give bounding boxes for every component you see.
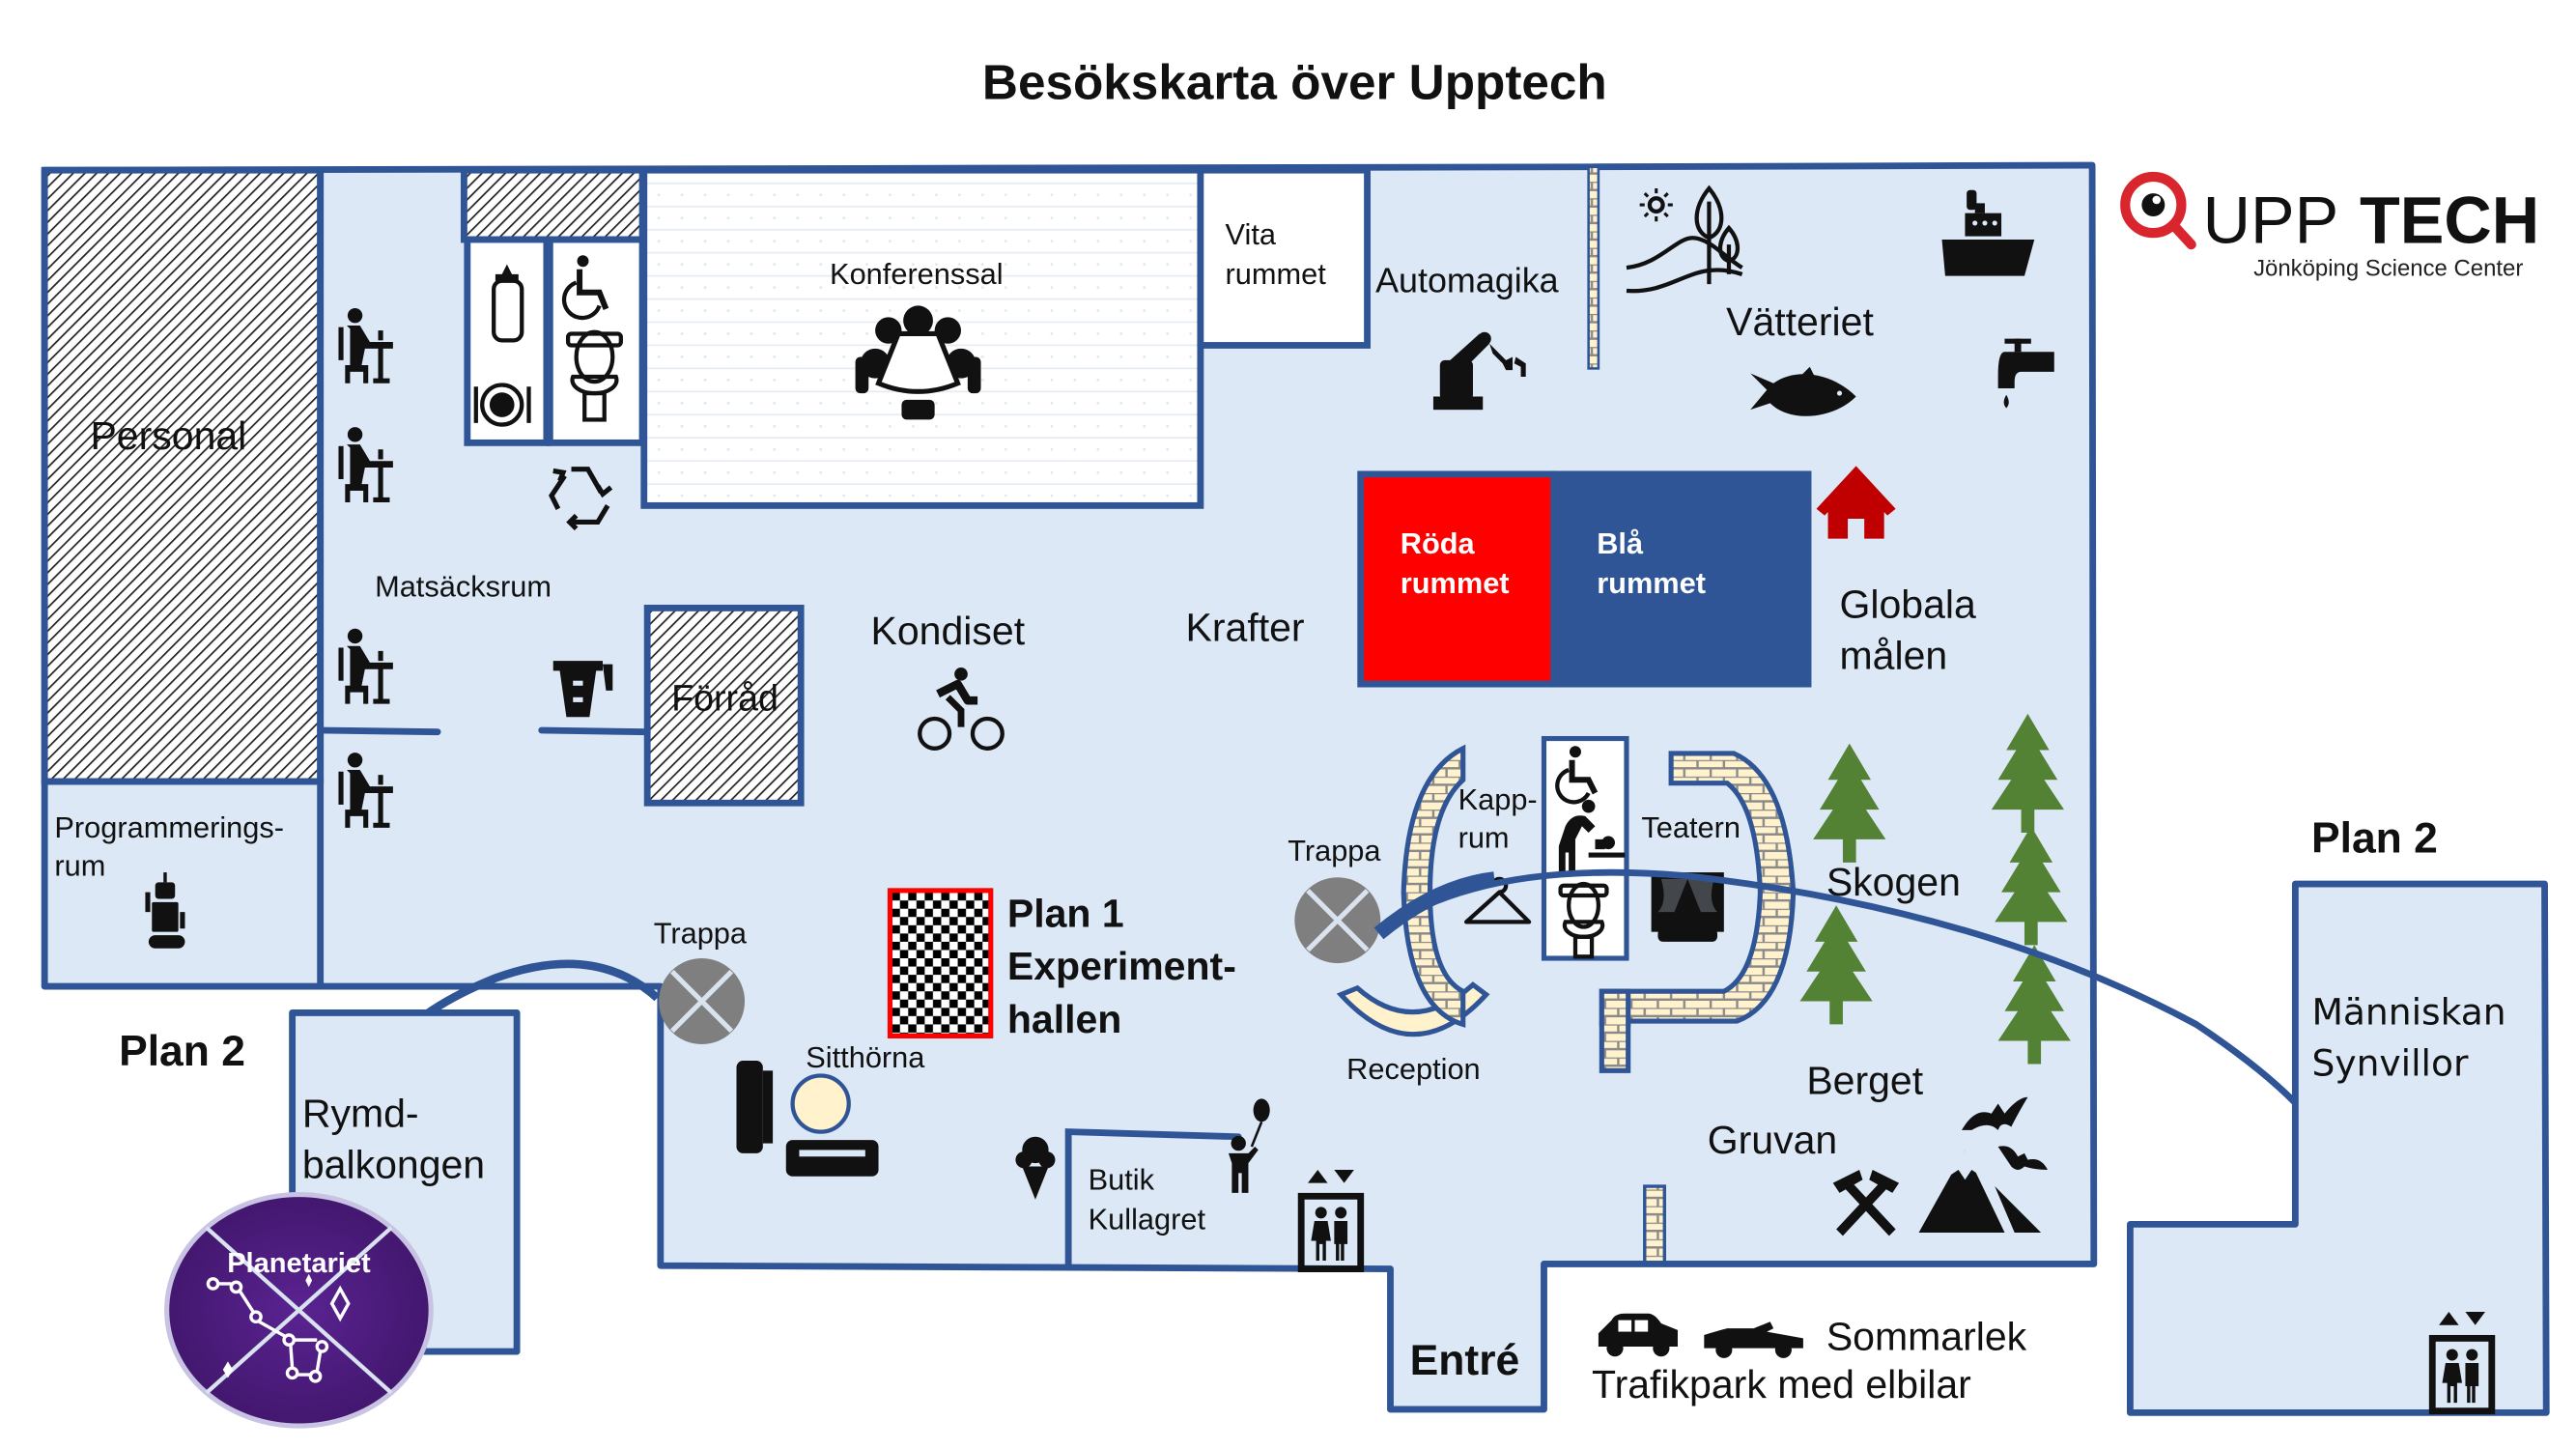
upptech-logo: UPP TECH Jönköping Science Center (2120, 171, 2539, 282)
room-kapprum-label-2: rum (1458, 820, 1510, 854)
sofa-icon (736, 1061, 879, 1177)
room-vita-label-1: Vita (1226, 217, 1277, 251)
room-butik-label-2: Kullagret (1089, 1203, 1206, 1236)
room-roda-rummet (1357, 470, 1558, 688)
logo-brand-light: UPP (2203, 184, 2339, 257)
checkerboard-icon (887, 888, 994, 1038)
room-accessible-toilet (546, 236, 646, 446)
child-balloon-icon (1228, 1098, 1270, 1193)
plan1-title-3: hallen (1007, 997, 1122, 1041)
plan2-left-title: Plan 2 (119, 1028, 245, 1075)
plate-cutlery-icon (473, 383, 531, 427)
brick-wall (1587, 165, 1600, 370)
bat-icon (1997, 1146, 2048, 1170)
area-berget-label: Berget (1806, 1058, 1923, 1102)
plan1-title-2: Experiment- (1007, 944, 1236, 988)
recycle-icon (549, 467, 613, 531)
room-globala-label-2: målen (1840, 634, 1948, 678)
room-programmering-label-1: Programmerings- (54, 810, 284, 844)
room-roda-label-1: Röda (1401, 526, 1476, 560)
wheelchair-icon (561, 255, 609, 321)
stair-icon[interactable] (659, 958, 745, 1044)
room-service (460, 166, 646, 243)
room-bla-label-1: Blå (1597, 526, 1644, 560)
wheelchair-icon (1555, 746, 1599, 805)
room-manniskan-label-1: Människan (2311, 990, 2505, 1033)
wall-butik (1064, 1128, 1242, 1267)
toilet-icon (565, 329, 623, 422)
toilet-icon (1558, 881, 1609, 959)
wall-matsack-mid2 (538, 726, 651, 736)
room-rymd-label-1: Rymd- (302, 1091, 419, 1135)
mountain-icon (1918, 1150, 2042, 1233)
brick-wall-kapprum (1401, 744, 1466, 1028)
room-teatern-label: Teatern (1641, 810, 1741, 844)
brick-pillar (1643, 1184, 1667, 1264)
reception-desk (1336, 981, 1490, 1037)
stair-left-label: Trappa (654, 917, 748, 951)
water-jug-icon (552, 661, 613, 718)
convertible-icon (1704, 1321, 1803, 1358)
water-tap-icon (1997, 338, 2054, 409)
room-bla-rummet (1550, 470, 1812, 688)
room-vita-rummet (1197, 166, 1371, 349)
logo-subtitle: Jönköping Science Center (2253, 256, 2523, 282)
area-skogen-label: Skogen (1826, 860, 1961, 904)
room-manniskan (2126, 880, 2550, 1416)
room-bla-label-2: rummet (1597, 566, 1706, 600)
baby-changing-icon (1558, 799, 1626, 873)
room-rymd-label-2: balkongen (302, 1142, 485, 1186)
area-gruvan-label: Gruvan (1708, 1118, 1837, 1162)
theater-icon (1651, 872, 1724, 942)
arrow-tail (1373, 871, 1496, 940)
room-vita-label-2: rummet (1226, 257, 1327, 291)
cyclist-icon (918, 667, 1005, 751)
plan1-title-1: Plan 1 (1007, 892, 1124, 936)
reception-label: Reception (1346, 1052, 1481, 1086)
area-kondiset-label: Kondiset (871, 609, 1026, 653)
car-icon (1598, 1313, 1678, 1357)
nature-landscape-icon (1626, 185, 1743, 294)
room-automagika-label: Automagika (1375, 262, 1559, 300)
stair-icon[interactable] (1294, 877, 1380, 963)
robot-icon (145, 872, 185, 949)
logo-brand-bold: TECH (2360, 184, 2539, 257)
outdoor-trafikpark-label: Trafikpark med elbilar (1592, 1362, 1971, 1406)
wall-matsack-mid1 (317, 726, 441, 736)
bat-icon (1962, 1096, 2028, 1130)
hammer-pick-icon (1832, 1169, 1900, 1236)
brick-pillar (1599, 988, 1631, 1073)
planetarium[interactable]: Planetariet (164, 1192, 434, 1429)
ship-icon (1941, 189, 2035, 276)
room-roda-label-2: rummet (1401, 566, 1510, 600)
page-title: Besökskarta över Upptech (982, 55, 1607, 110)
room-vatteriet-label: Vätteriet (1726, 299, 1874, 344)
outdoor-sommarlek-label: Sommarlek (1826, 1314, 2027, 1358)
room-kapprum-label-1: Kapp- (1458, 782, 1538, 816)
room-personal (41, 166, 325, 785)
room-matsacksrum-label: Matsäcksrum (375, 569, 552, 603)
area-sitthorna-label: Sitthörna (806, 1040, 925, 1074)
house-icon (1816, 466, 1896, 539)
room-personal-label: Personal (90, 413, 246, 458)
room-manniskan-label-2: Synvillor (2311, 1041, 2469, 1084)
robot-arm-icon (1432, 331, 1526, 411)
plan2-right-title: Plan 2 (2311, 815, 2438, 863)
area-krafter-label: Krafter (1186, 606, 1305, 650)
conference-table-icon (855, 305, 981, 420)
ice-cream-icon (1015, 1136, 1056, 1200)
stair-center-label: Trappa (1288, 834, 1381, 867)
room-forrad (643, 604, 805, 807)
planetarium-label: Planetariet (227, 1248, 371, 1279)
room-programmering-label-2: rum (54, 848, 105, 882)
room-butik-label-1: Butik (1089, 1162, 1155, 1196)
arrow-to-manniskan (1381, 868, 2329, 1142)
entrance-label: Entré (1410, 1337, 1520, 1384)
room-konferenssal-label: Konferenssal (830, 257, 1004, 291)
room-forrad-label: Förråd (671, 677, 778, 718)
baby-bottle-icon (492, 264, 524, 343)
room-globala-label-1: Globala (1840, 582, 1977, 627)
